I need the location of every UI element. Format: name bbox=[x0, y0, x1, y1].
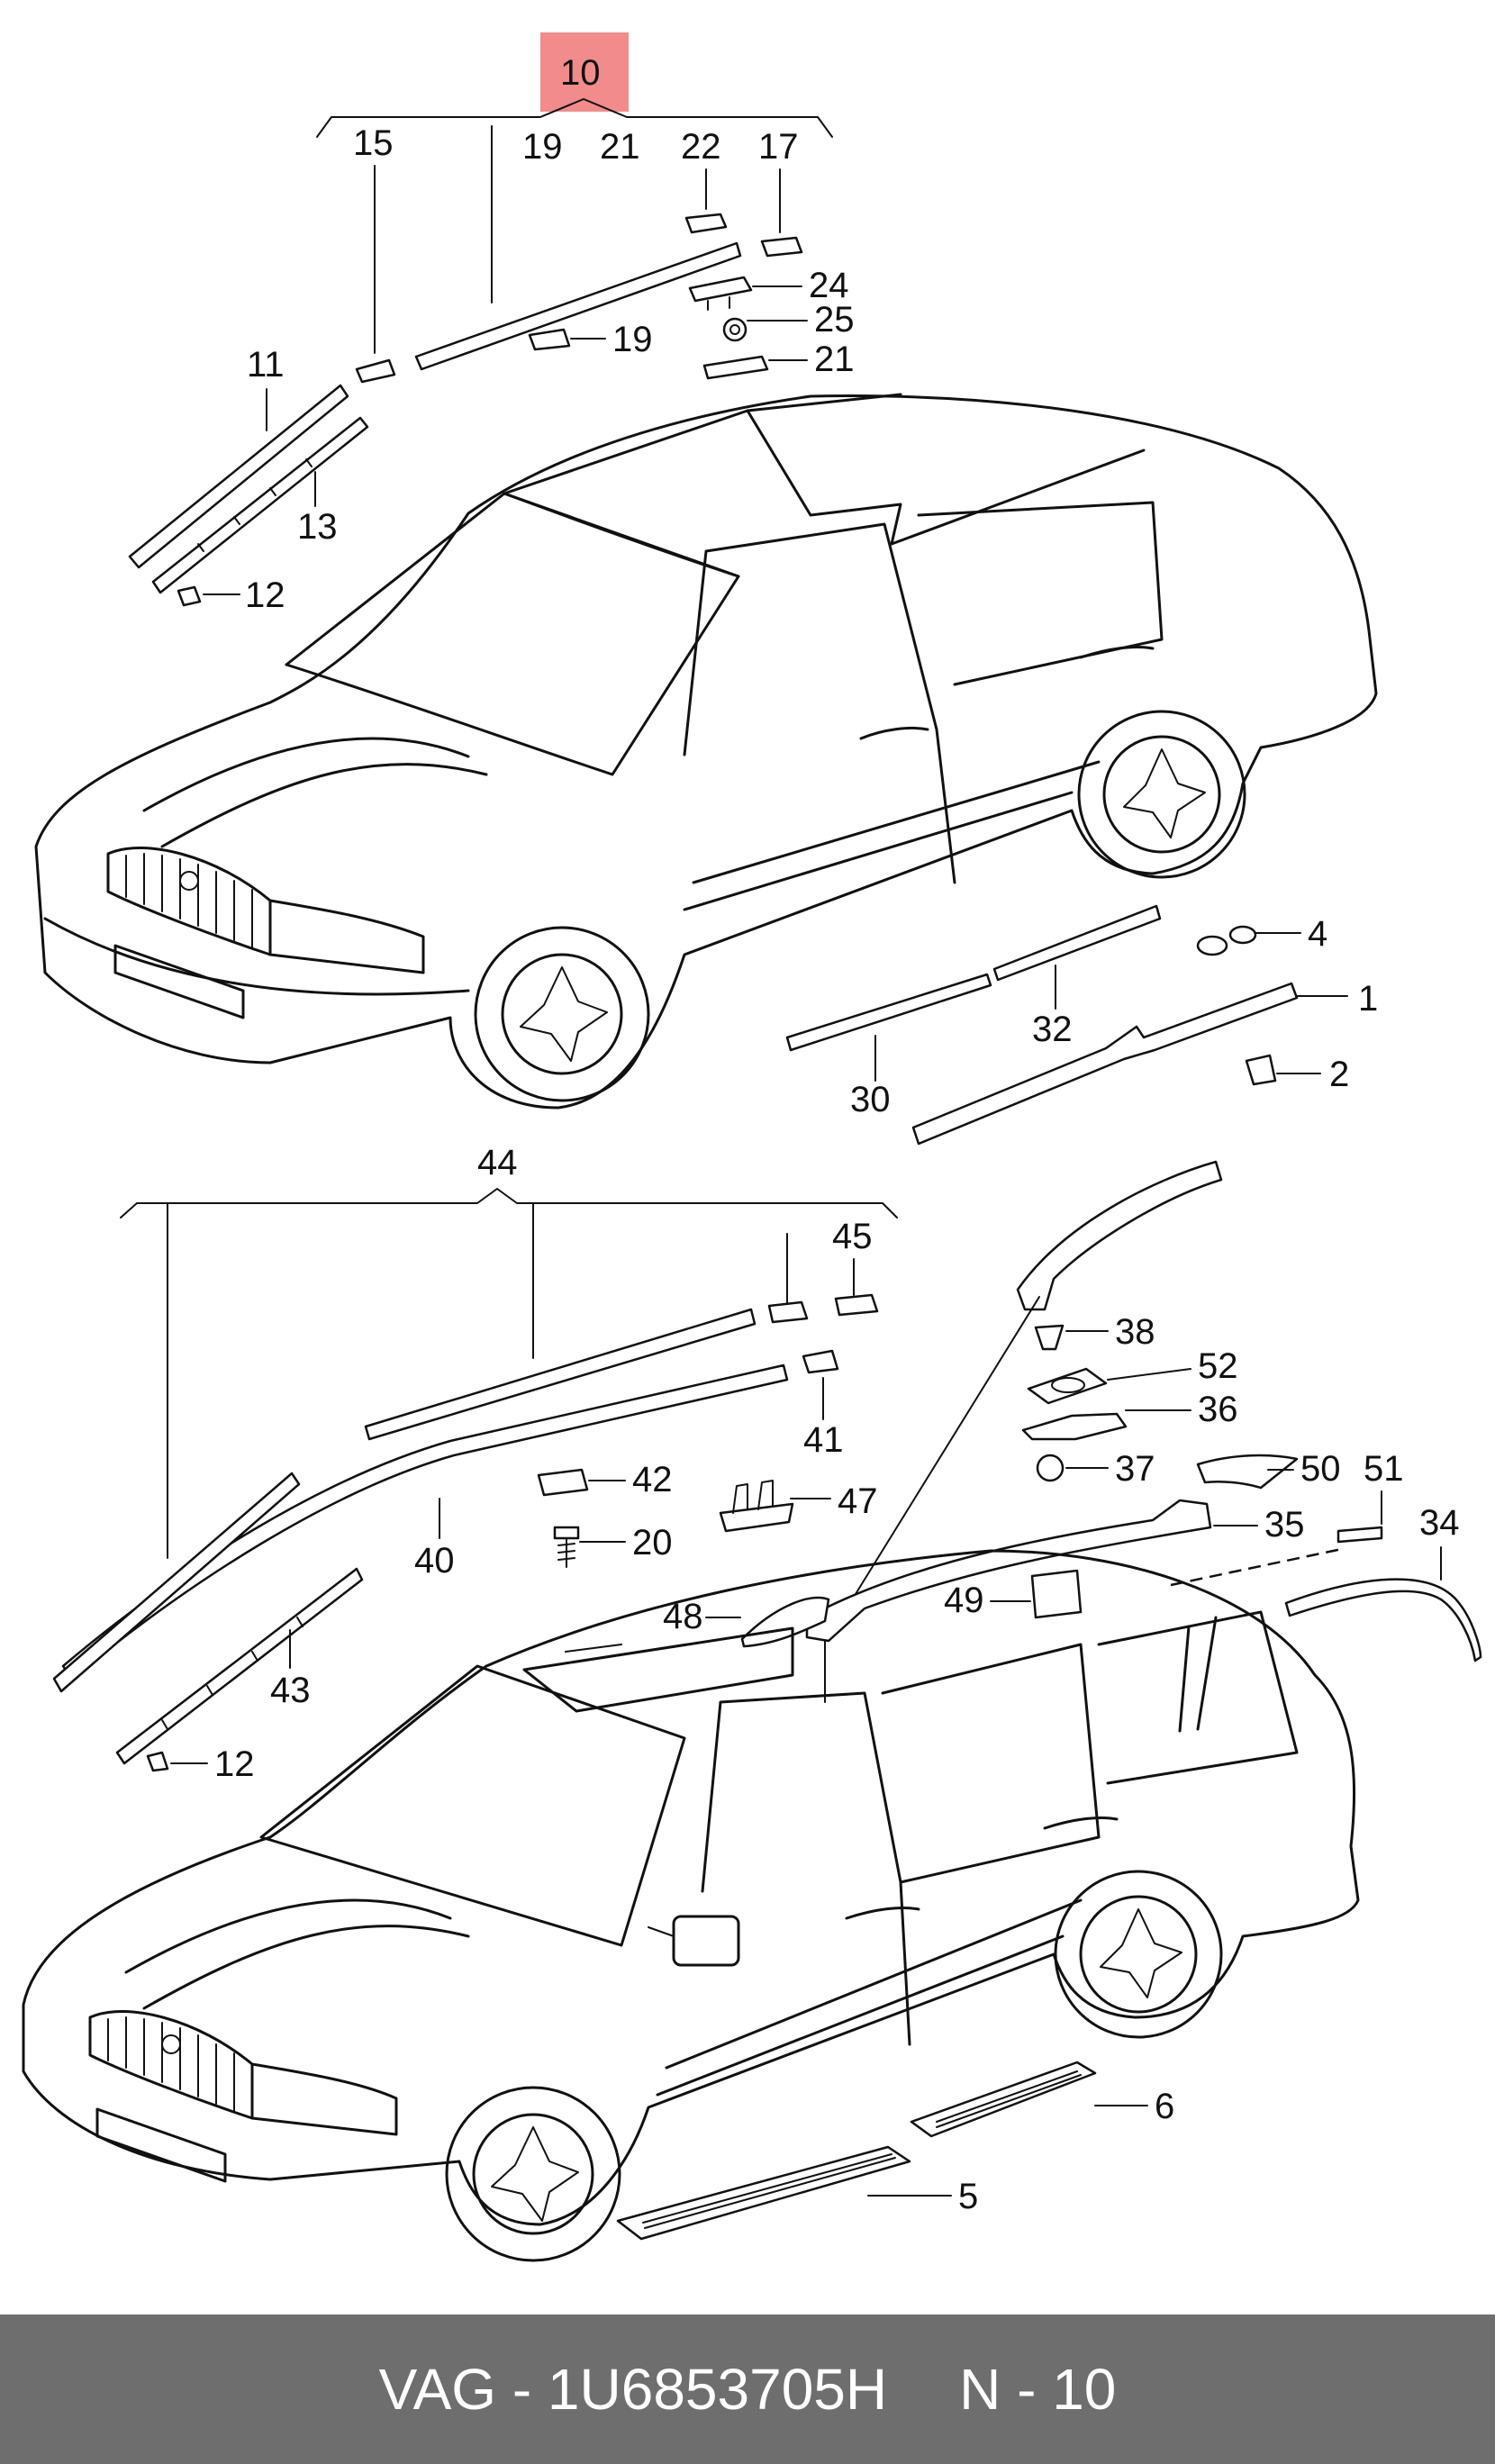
callout-44[interactable]: 44 bbox=[477, 1143, 518, 1182]
callout-51[interactable]: 51 bbox=[1364, 1449, 1404, 1489]
callout-37[interactable]: 37 bbox=[1115, 1449, 1155, 1489]
callout-22[interactable]: 22 bbox=[681, 127, 721, 167]
callout-35[interactable]: 35 bbox=[1264, 1505, 1305, 1545]
callout-15[interactable]: 15 bbox=[353, 123, 394, 163]
callout-19[interactable]: 19 bbox=[522, 127, 563, 167]
callout-24[interactable]: 24 bbox=[809, 266, 849, 305]
callout-47[interactable]: 47 bbox=[838, 1481, 878, 1521]
footer-page: N - 10 bbox=[959, 2357, 1117, 2422]
callout-34[interactable]: 34 bbox=[1419, 1503, 1460, 1543]
callout-41[interactable]: 41 bbox=[803, 1420, 844, 1460]
callout-50[interactable]: 50 bbox=[1300, 1449, 1341, 1489]
callout-4[interactable]: 4 bbox=[1308, 914, 1327, 954]
callout-13[interactable]: 13 bbox=[297, 507, 338, 547]
callout-30[interactable]: 30 bbox=[850, 1080, 891, 1119]
callout-45[interactable]: 45 bbox=[832, 1217, 873, 1256]
callout-10[interactable]: 10 bbox=[560, 53, 601, 93]
callout-40[interactable]: 40 bbox=[414, 1541, 455, 1581]
callout-12[interactable]: 12 bbox=[245, 575, 285, 615]
callout-20[interactable]: 20 bbox=[632, 1523, 673, 1563]
callout-5[interactable]: 5 bbox=[958, 2177, 978, 2216]
callout-12b[interactable]: 12 bbox=[214, 1744, 255, 1784]
callout-32[interactable]: 32 bbox=[1032, 1010, 1073, 1049]
footer-bar: VAG - 1U6853705H N - 10 bbox=[0, 2315, 1495, 2464]
callout-17[interactable]: 17 bbox=[758, 127, 799, 167]
callout-21[interactable]: 21 bbox=[600, 127, 640, 167]
callout-11[interactable]: 11 bbox=[247, 345, 285, 385]
callout-25[interactable]: 25 bbox=[814, 300, 855, 340]
footer-part-number: 1U6853705H bbox=[547, 2357, 888, 2422]
callout-21b[interactable]: 21 bbox=[814, 340, 855, 379]
callout-43[interactable]: 43 bbox=[270, 1671, 311, 1710]
callout-2[interactable]: 2 bbox=[1329, 1055, 1349, 1094]
estate-car-illustration bbox=[22, 1549, 1360, 2262]
callout-48[interactable]: 48 bbox=[663, 1597, 703, 1636]
footer-brand: VAG bbox=[378, 2357, 497, 2422]
sedan-car-illustration bbox=[34, 393, 1378, 1110]
callout-36[interactable]: 36 bbox=[1198, 1390, 1238, 1429]
callout-52[interactable]: 52 bbox=[1198, 1346, 1238, 1386]
callout-1[interactable]: 1 bbox=[1358, 979, 1378, 1019]
callout-38[interactable]: 38 bbox=[1115, 1312, 1155, 1352]
parts-exploded-diagram: 10 15 19 21 22 17 24 25 21 19 11 13 12 bbox=[22, 32, 1482, 2262]
callout-42[interactable]: 42 bbox=[632, 1460, 673, 1499]
callout-19b[interactable]: 19 bbox=[612, 320, 653, 359]
callout-6[interactable]: 6 bbox=[1155, 2087, 1174, 2126]
callout-49[interactable]: 49 bbox=[944, 1581, 984, 1620]
